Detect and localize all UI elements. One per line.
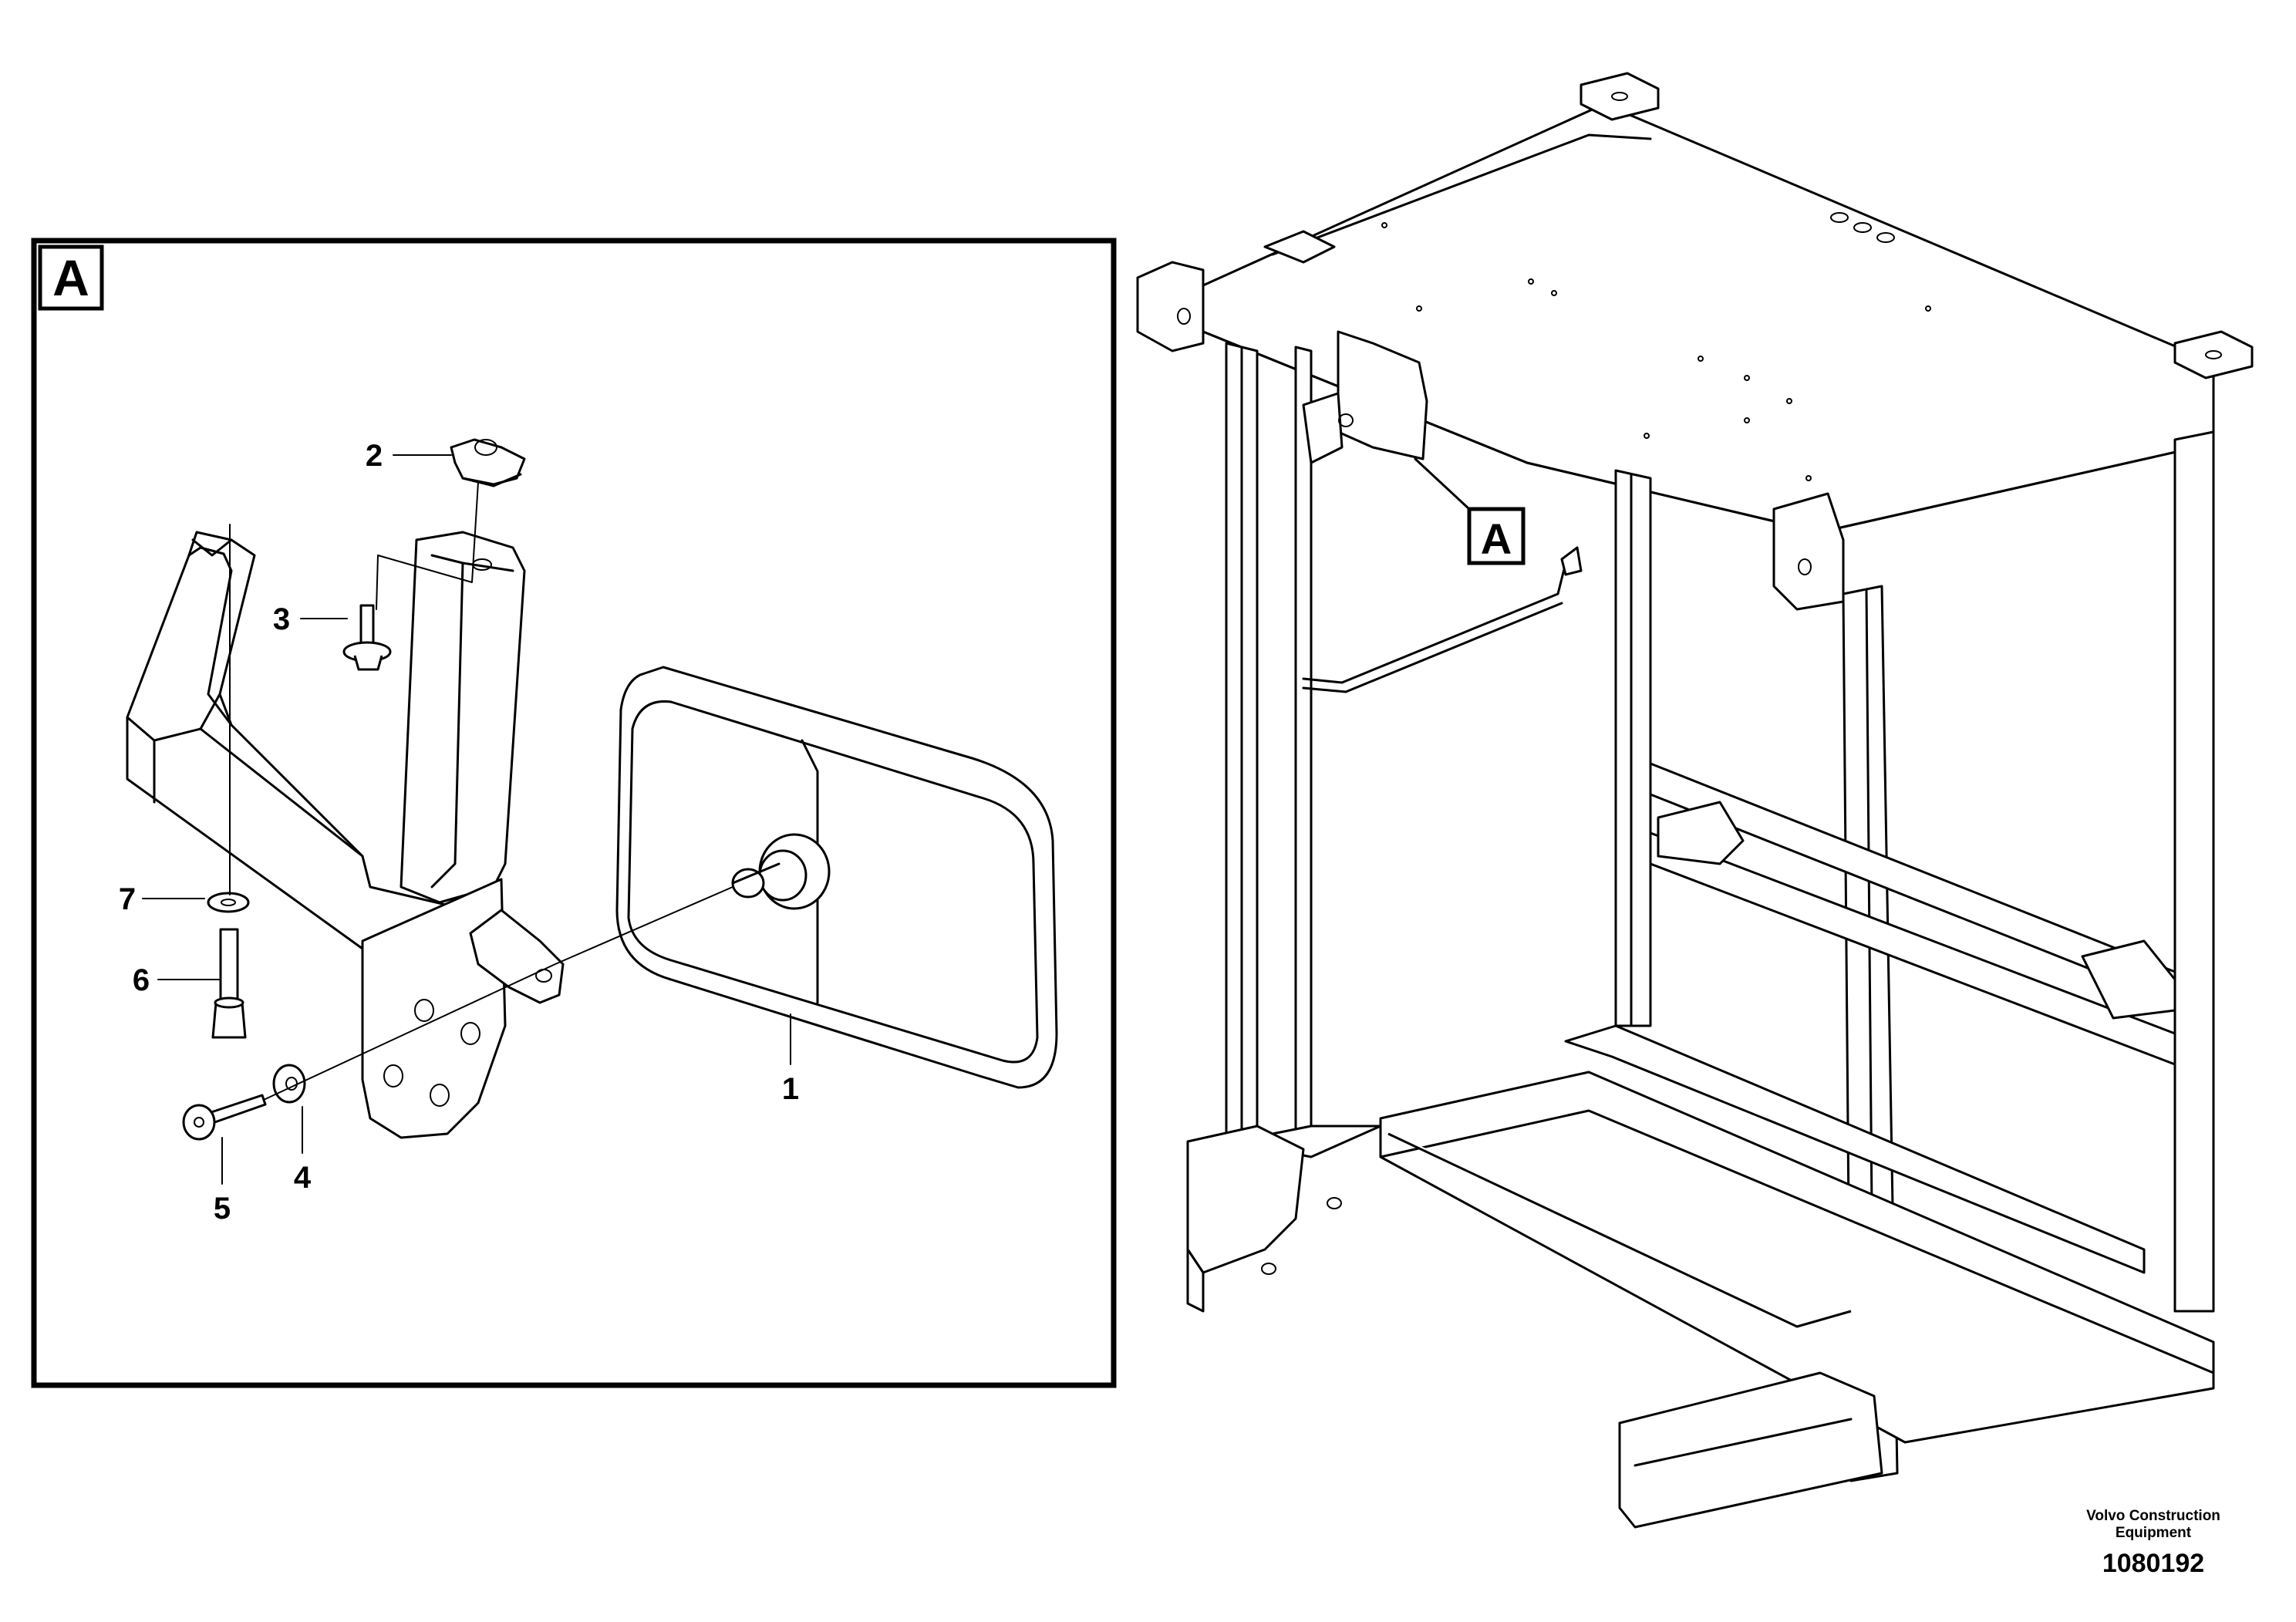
left-foot: [1186, 1125, 1305, 1274]
roof-holes: [1381, 212, 1931, 481]
assembly-line-5: [265, 886, 733, 1100]
mounting-plate: [361, 878, 565, 1139]
drawing-number: 1080192: [2102, 1549, 2205, 1578]
clip-nut-part-2: [450, 438, 526, 487]
assembly-line-2: [376, 481, 479, 610]
detail-ref-box: [1467, 507, 1526, 565]
centre-post: [1614, 469, 1652, 1027]
cab-frame: A: [1136, 72, 2254, 1529]
roof-plate: [1202, 103, 2215, 534]
washer-part-7: [207, 892, 250, 913]
right-foot: [1618, 1371, 1883, 1529]
flange-bolt-part-3: [342, 604, 392, 671]
mirror-head: [615, 666, 1058, 1089]
washer-part-4: [272, 1064, 306, 1104]
right-rear-post: [2173, 430, 2215, 1313]
company-line-2: Equipment: [2115, 1525, 2192, 1541]
detail-view-a: A: [31, 238, 1117, 1388]
callout-4: 4: [294, 1161, 312, 1195]
callout-3: 3: [273, 602, 290, 636]
callout-1: 1: [782, 1072, 799, 1106]
button-screw-part-5: [182, 1094, 267, 1141]
detail-label-box: [38, 244, 104, 311]
bracket-upright: [400, 531, 526, 904]
callout-2: 2: [366, 439, 383, 473]
company-credit: Volvo Construction Equipment 1080192: [2053, 1508, 2254, 1579]
company-line-1: Volvo Construction: [2086, 1508, 2220, 1524]
cap-screw-part-6: [211, 928, 247, 1039]
handrail: [1302, 561, 1567, 684]
frame-mirror: [1337, 330, 1428, 460]
detail-label: A: [52, 249, 89, 306]
callout-6: 6: [133, 963, 150, 997]
callout-5: 5: [214, 1192, 231, 1226]
detail-frame: [31, 238, 1117, 1388]
detail-ref-label: A: [1481, 514, 1512, 563]
callout-7: 7: [119, 882, 136, 916]
